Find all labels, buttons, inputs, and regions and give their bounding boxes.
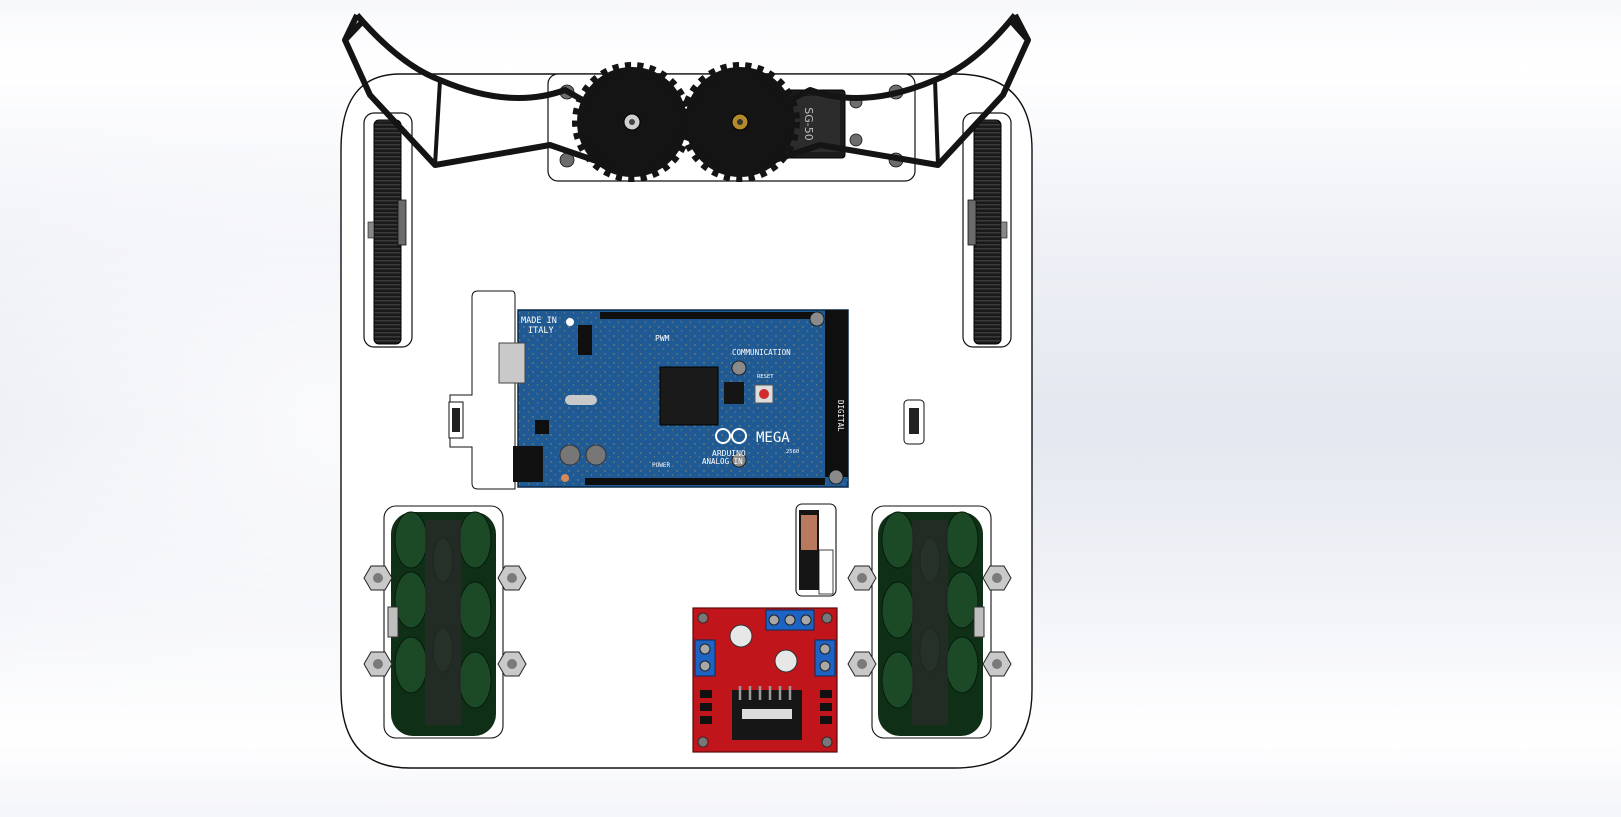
arduino-made-in: MADE IN — [521, 316, 557, 326]
servo-label: SG-50 — [802, 107, 815, 140]
power-switch — [795, 503, 837, 597]
right-wheel — [962, 112, 1012, 348]
right-connector — [903, 399, 925, 445]
arduino-power-label: POWER — [652, 462, 670, 469]
l298n-motor-driver — [692, 607, 838, 753]
arduino-mega-board: MADE IN ITALY PWM COMMUNICATION DIGITAL … — [498, 309, 849, 488]
left-gear — [572, 62, 692, 182]
left-wheel — [363, 112, 413, 348]
arduino-digital-label: DIGITAL — [836, 400, 845, 432]
left-connector — [448, 401, 464, 439]
right-gear — [680, 62, 800, 182]
left-omni-wheel — [363, 505, 527, 739]
arduino-communication-label: COMMUNICATION — [732, 348, 791, 357]
arduino-model-sub: 2560 — [786, 449, 799, 455]
arduino-brand: ARDUINO — [712, 449, 746, 458]
arduino-holder-bracket — [449, 290, 516, 490]
arduino-analog-label: ANALOG IN — [702, 457, 743, 466]
gripper-left-arm — [342, 13, 609, 168]
arduino-pwm-label: PWM — [655, 334, 670, 343]
arduino-reset-label: RESET — [757, 374, 774, 380]
servo-motor: SG-50 — [784, 89, 846, 159]
arduino-model: MEGA — [756, 430, 790, 446]
right-omni-wheel — [847, 505, 1012, 739]
arduino-logo — [715, 428, 747, 444]
gripper-right-arm — [759, 13, 1031, 168]
arduino-country: ITALY — [528, 326, 554, 336]
